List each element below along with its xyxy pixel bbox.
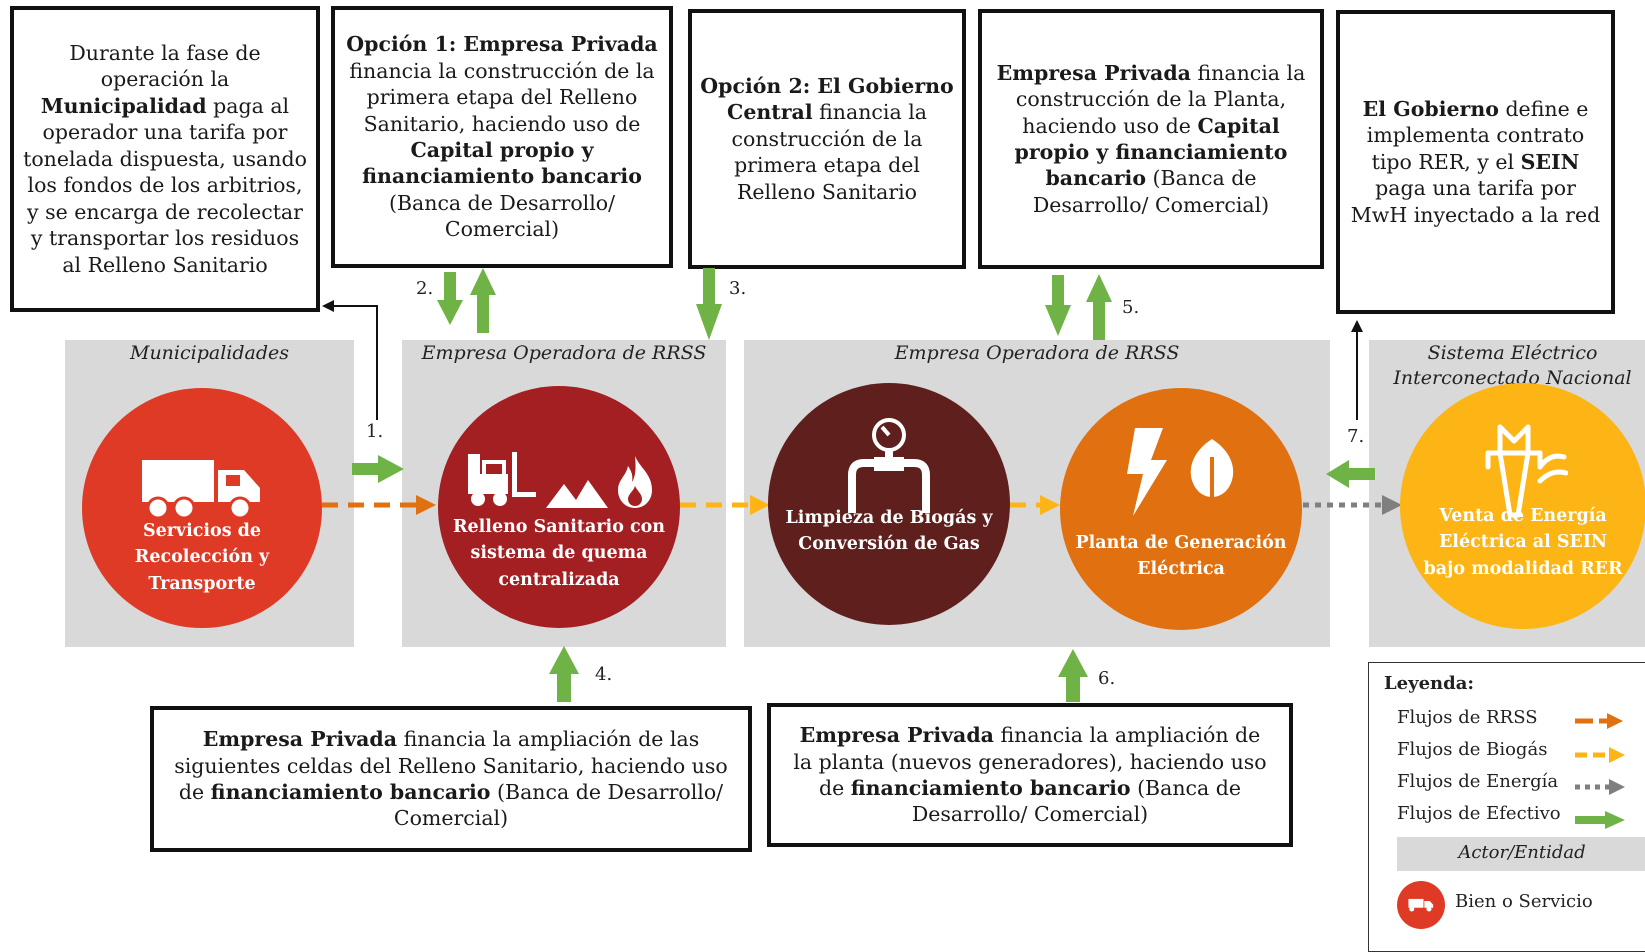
biogas-flow-arrow-2 bbox=[1010, 495, 1060, 515]
node-recoleccion-transporte: Servicios de Recolección y Transporte bbox=[82, 388, 322, 628]
node-limpieza-biogas: Limpieza de Biogás y Conversión de Gas bbox=[768, 383, 1010, 625]
municipalidad-payment-box: Durante la fase de operación la Municipa… bbox=[10, 6, 320, 312]
energy-flow-arrow bbox=[1303, 495, 1402, 515]
legend-rrss-label: Flujos de RRSS bbox=[1397, 707, 1538, 728]
legend-rrss-arrow bbox=[1575, 713, 1623, 729]
mountains-icon bbox=[546, 480, 608, 508]
payment-arrow-municipalidad bbox=[328, 305, 378, 420]
legend-title: Leyenda: bbox=[1384, 673, 1474, 694]
legend-cash-arrow bbox=[1575, 811, 1625, 829]
expansion-landfill-box: Empresa Privada financia la ampliación d… bbox=[150, 706, 752, 852]
step-number-2: 2. bbox=[416, 278, 434, 299]
option2-box: Opción 2: El Gobierno Central financia l… bbox=[688, 9, 966, 269]
biogas-flow-arrow-1 bbox=[680, 495, 770, 515]
step-number-5: 5. bbox=[1122, 297, 1140, 318]
node-relleno-sanitario: Relleno Sanitario con sistema de quema c… bbox=[438, 386, 680, 628]
forklift-icon bbox=[468, 452, 536, 506]
cash-flow-arrow-2 bbox=[437, 268, 496, 333]
power-tower-icon bbox=[1485, 424, 1568, 518]
flame-icon bbox=[618, 456, 652, 508]
node-label-biogas: Limpieza de Biogás y Conversión de Gas bbox=[785, 508, 993, 555]
cash-flow-arrow-1 bbox=[352, 455, 404, 483]
node-label-relleno: Relleno Sanitario con sistema de quema c… bbox=[452, 517, 666, 590]
cash-flow-arrow-3 bbox=[696, 268, 722, 340]
cash-flow-arrow-6 bbox=[1058, 649, 1088, 702]
legend-efectivo-label: Flujos de Efectivo bbox=[1397, 803, 1561, 824]
legend: Leyenda: Flujos de RRSS Flujos de Biogás… bbox=[1368, 662, 1645, 952]
leaf-icon bbox=[1190, 439, 1234, 505]
panel-label-operadora-1: Empresa Operadora de RRSS bbox=[421, 342, 707, 364]
node-label-planta: Planta de Generación Eléctrica bbox=[1075, 533, 1287, 580]
truck-icon bbox=[1408, 898, 1434, 912]
expansion-plant-box: Empresa Privada financia la ampliación d… bbox=[767, 703, 1293, 847]
rrss-flow-arrow bbox=[322, 495, 436, 515]
step-number-1: 1. bbox=[366, 421, 384, 442]
lightning-icon bbox=[1127, 428, 1167, 516]
legend-actor-swatch bbox=[1397, 837, 1645, 871]
step-number-3: 3. bbox=[729, 278, 747, 299]
panel-label-operadora-2: Empresa Operadora de RRSS bbox=[894, 342, 1180, 364]
legend-biogas-label: Flujos de Biogás bbox=[1397, 739, 1548, 760]
government-rer-box: El Gobierno define e implementa contrato… bbox=[1336, 10, 1615, 314]
step-number-6: 6. bbox=[1098, 668, 1116, 689]
legend-bien-label: Bien o Servicio bbox=[1455, 891, 1593, 912]
step-number-4: 4. bbox=[595, 664, 613, 685]
cash-flow-arrow-5 bbox=[1045, 274, 1112, 340]
node-label-recoleccion: Servicios de Recolección y Transporte bbox=[134, 521, 270, 594]
legend-energy-arrow bbox=[1575, 779, 1625, 795]
cash-flow-arrow-4 bbox=[549, 646, 579, 702]
panel-label-municipalidades: Municipalidades bbox=[129, 342, 289, 364]
option1-box: Opción 1: Empresa Privada financia la co… bbox=[331, 6, 673, 268]
legend-energia-label: Flujos de Energía bbox=[1397, 771, 1559, 792]
legend-bien-circle bbox=[1397, 881, 1445, 929]
pressure-gauge-icon bbox=[848, 418, 930, 513]
step-number-7: 7. bbox=[1347, 426, 1365, 447]
legend-actor-label: Actor/Entidad bbox=[1458, 842, 1586, 863]
legend-biogas-arrow bbox=[1575, 747, 1625, 763]
cash-flow-arrow-7 bbox=[1326, 460, 1375, 488]
truck-icon bbox=[142, 460, 260, 520]
node-label-venta: Venta de Energía Eléctrica al SEIN bajo … bbox=[1423, 506, 1623, 579]
node-planta-generacion: Planta de Generación Eléctrica bbox=[1060, 388, 1302, 630]
node-venta-energia: Venta de Energía Eléctrica al SEIN bajo … bbox=[1400, 383, 1645, 629]
plant-financing-box: Empresa Privada financia la construcción… bbox=[978, 9, 1324, 269]
